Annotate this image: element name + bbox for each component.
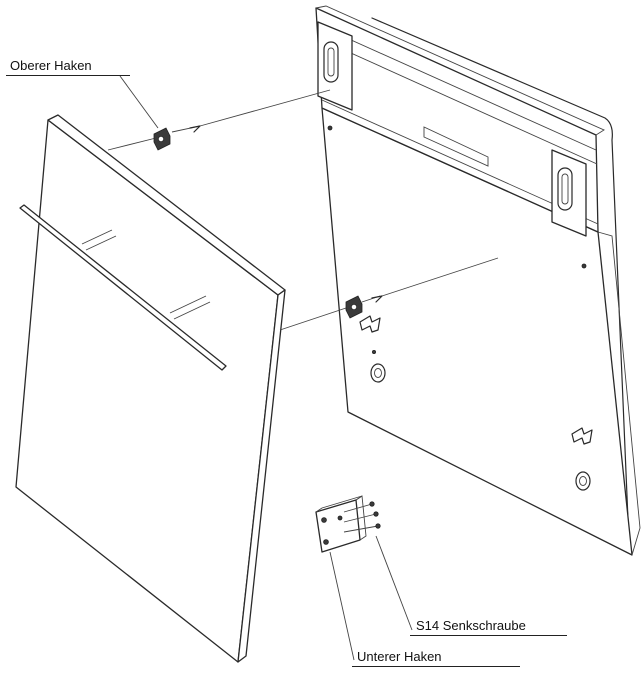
door-hole-3 <box>371 349 376 354</box>
front-panel <box>15 114 286 663</box>
countersunk-screws <box>343 501 381 533</box>
handle-mount-left <box>81 229 117 251</box>
door-recess <box>423 126 489 167</box>
screw-label: S14 Senkschraube <box>416 618 526 633</box>
guide-lower-left <box>279 307 347 331</box>
guide-arrow-upper <box>189 125 201 133</box>
round-fixing-upper <box>370 363 386 383</box>
front-panel-face <box>15 119 279 663</box>
door-body <box>315 5 641 556</box>
lower-hook-part <box>315 495 367 553</box>
left-hinge-slot <box>317 21 353 111</box>
door-hole-2 <box>581 263 587 269</box>
leader-upper-hook <box>119 75 159 129</box>
door-hole-1 <box>327 125 333 131</box>
lower-hook-label-underline <box>352 666 520 667</box>
upper-hook-label-underline <box>6 75 130 76</box>
screw-label-underline <box>410 635 567 636</box>
guide-lower-right <box>381 257 499 297</box>
middle-hook-part <box>345 295 363 319</box>
leader-lower-hook <box>329 551 355 661</box>
door-top-frame-lip <box>315 5 605 136</box>
assembly-guides <box>107 89 499 331</box>
door-frame-line-2 <box>321 39 598 165</box>
door-side-edge <box>597 231 641 556</box>
guide-upper-left <box>107 137 157 151</box>
door-rear-flange <box>371 17 629 521</box>
arrow-marker-lower <box>571 427 593 445</box>
front-panel-side-edge <box>237 289 286 663</box>
handle-mount-right <box>169 295 211 320</box>
lower-hook-side <box>355 495 367 541</box>
leader-screw <box>375 535 413 631</box>
upper-hook-label: Oberer Haken <box>10 58 92 73</box>
upper-hook-part <box>153 127 171 151</box>
lower-hook-label: Unterer Haken <box>357 649 442 664</box>
door-frame-line-1 <box>319 25 597 151</box>
right-hinge-slot <box>551 149 587 237</box>
round-fixing-lower <box>575 471 591 491</box>
guide-arrow-lower <box>371 295 383 303</box>
arrow-marker-upper <box>359 315 381 333</box>
handle-bar <box>19 204 227 371</box>
guide-upper-right <box>199 89 331 127</box>
